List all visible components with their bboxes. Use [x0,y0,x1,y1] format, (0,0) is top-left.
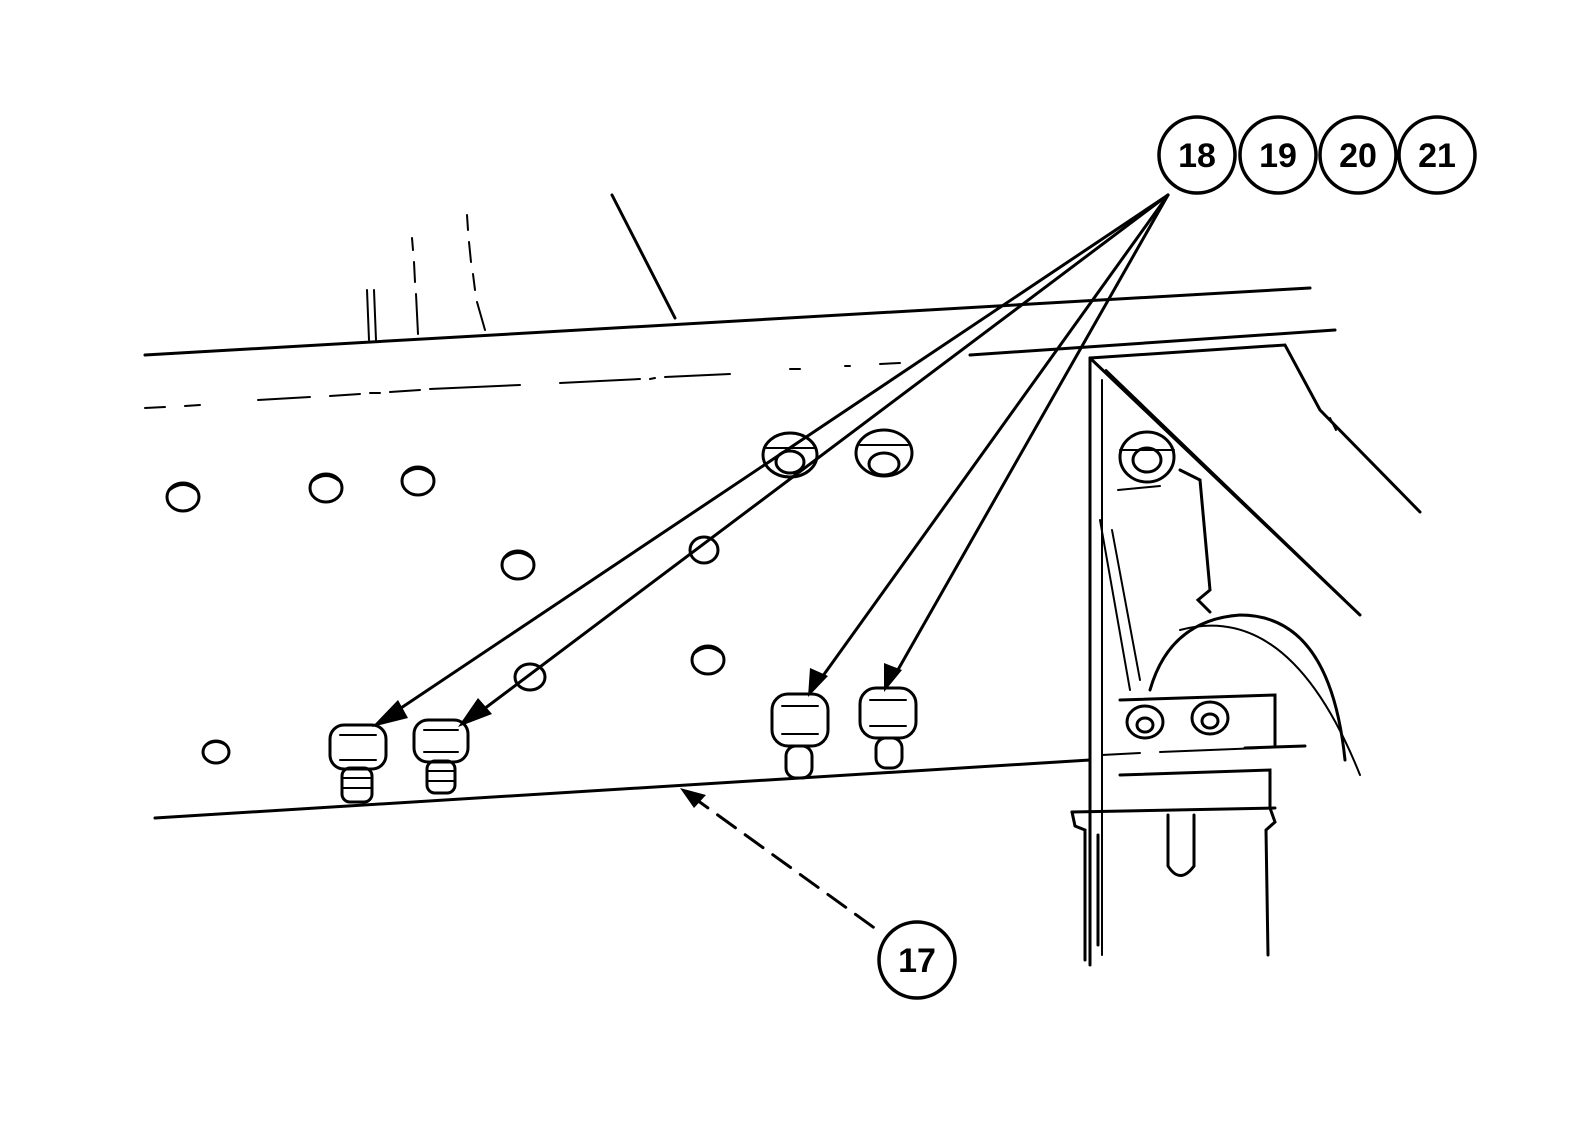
arrowhead-1 [372,700,408,727]
callout-19: 19 [1238,115,1318,195]
upper-nuts [761,428,914,479]
bolt-2 [412,718,470,795]
callout-21-label: 21 [1418,137,1456,175]
leader-lines [372,193,1170,727]
callout-17-label: 17 [898,942,936,980]
bolt-1 [328,723,388,804]
callout-20: 20 [1318,115,1398,195]
callout-17: 17 [877,920,957,1000]
leader-17 [680,788,882,934]
lower-bolts [328,686,918,804]
callout-20-label: 20 [1339,137,1377,175]
bolt-4 [858,686,918,770]
callout-18-label: 18 [1178,137,1216,175]
bolt-3 [770,692,830,780]
callout-19-label: 19 [1259,137,1297,175]
rail-holes [165,465,726,765]
arrowhead-4 [884,663,902,692]
callout-21: 21 [1397,115,1477,195]
arrowhead-3 [808,668,828,697]
frame-rail [143,193,1337,820]
arrowhead-17 [680,788,706,808]
bracket-assembly [1070,343,1422,967]
callout-18: 18 [1157,115,1237,195]
arrowhead-2 [458,698,492,727]
